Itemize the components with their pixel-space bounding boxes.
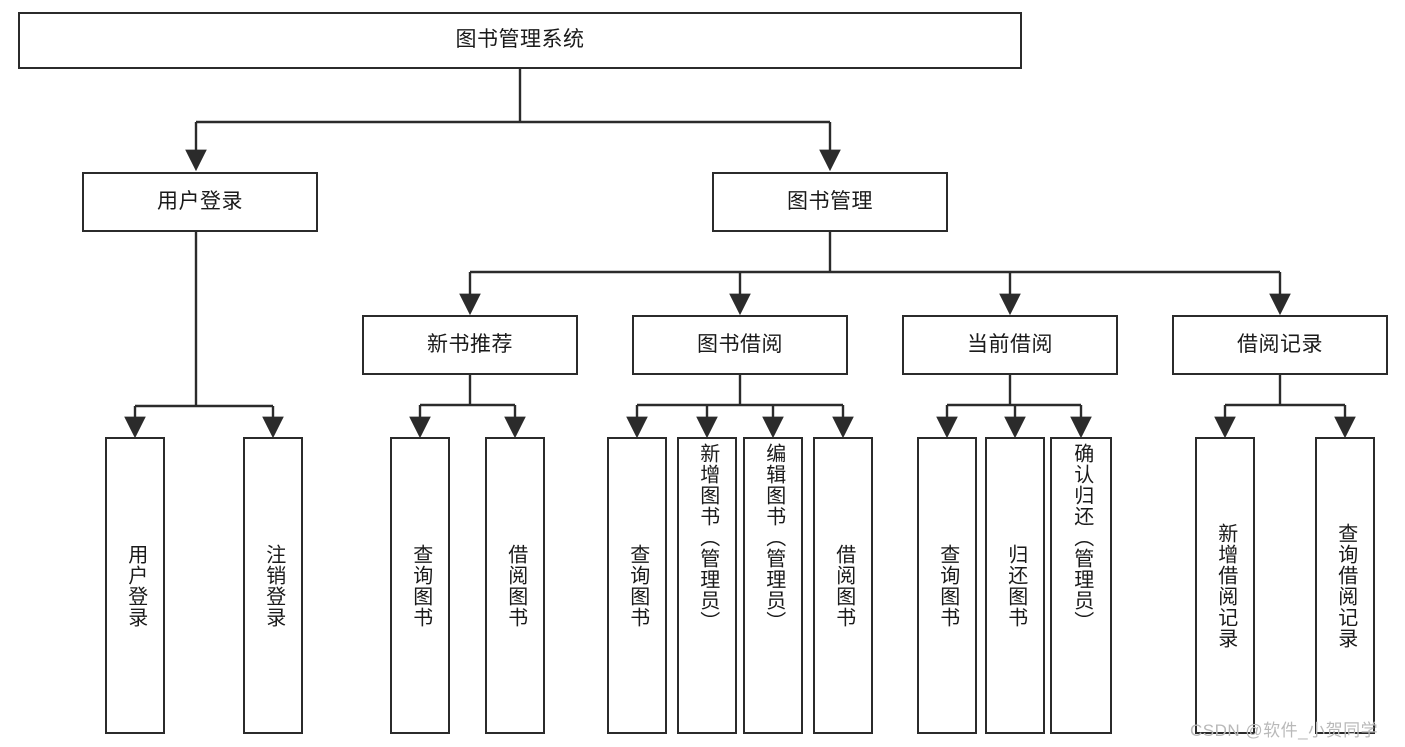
node-leaf-query-book-current-label: 查询图书 [936, 543, 959, 628]
node-leaf-user-login-label: 用户登录 [124, 543, 147, 628]
node-leaf-logout-label: 注销登录 [262, 543, 285, 628]
node-leaf-logout[interactable]: 注销登录 [243, 437, 303, 734]
node-current-borrow[interactable]: 当前借阅 [902, 315, 1118, 375]
node-leaf-query-book-rec[interactable]: 查询图书 [390, 437, 450, 734]
node-leaf-query-book-current[interactable]: 查询图书 [917, 437, 977, 734]
node-leaf-add-book-label: 新增图书（管理员） [696, 443, 719, 632]
node-leaf-return-book-label: 归还图书 [1004, 543, 1027, 628]
node-leaf-edit-book[interactable]: 编辑图书（管理员） [743, 437, 803, 734]
node-leaf-query-book-rec-label: 查询图书 [409, 543, 432, 628]
node-book-borrow-label: 图书借阅 [697, 332, 783, 356]
node-leaf-add-record-label: 新增借阅记录 [1214, 522, 1237, 649]
node-user-login[interactable]: 用户登录 [82, 172, 318, 232]
node-leaf-user-login[interactable]: 用户登录 [105, 437, 165, 734]
node-leaf-confirm-return[interactable]: 确认归还（管理员） [1050, 437, 1112, 734]
node-root-label: 图书管理系统 [455, 28, 585, 52]
node-leaf-edit-book-label: 编辑图书（管理员） [762, 443, 785, 632]
node-leaf-borrow-book-label: 借阅图书 [832, 543, 855, 628]
csdn-watermark: CSDN @软件_小贺同学 [1190, 721, 1379, 740]
node-borrow-record[interactable]: 借阅记录 [1172, 315, 1388, 375]
node-borrow-record-label: 借阅记录 [1237, 332, 1323, 356]
node-leaf-query-book-borrow-label: 查询图书 [626, 543, 649, 628]
node-leaf-confirm-return-label: 确认归还（管理员） [1070, 443, 1093, 632]
node-current-borrow-label: 当前借阅 [967, 332, 1053, 356]
node-leaf-query-book-borrow[interactable]: 查询图书 [607, 437, 667, 734]
node-user-login-label: 用户登录 [157, 189, 243, 213]
node-leaf-query-record-label: 查询借阅记录 [1334, 522, 1357, 649]
node-leaf-query-record[interactable]: 查询借阅记录 [1315, 437, 1375, 734]
node-leaf-add-record[interactable]: 新增借阅记录 [1195, 437, 1255, 734]
node-leaf-borrow-book-rec[interactable]: 借阅图书 [485, 437, 545, 734]
node-leaf-borrow-book[interactable]: 借阅图书 [813, 437, 873, 734]
node-leaf-add-book[interactable]: 新增图书（管理员） [677, 437, 737, 734]
node-book-manage-label: 图书管理 [787, 189, 873, 213]
node-root[interactable]: 图书管理系统 [18, 12, 1022, 69]
node-book-borrow[interactable]: 图书借阅 [632, 315, 848, 375]
node-leaf-borrow-book-rec-label: 借阅图书 [504, 543, 527, 628]
node-book-manage[interactable]: 图书管理 [712, 172, 948, 232]
node-new-book-rec[interactable]: 新书推荐 [362, 315, 578, 375]
node-leaf-return-book[interactable]: 归还图书 [985, 437, 1045, 734]
node-new-book-rec-label: 新书推荐 [427, 332, 513, 356]
